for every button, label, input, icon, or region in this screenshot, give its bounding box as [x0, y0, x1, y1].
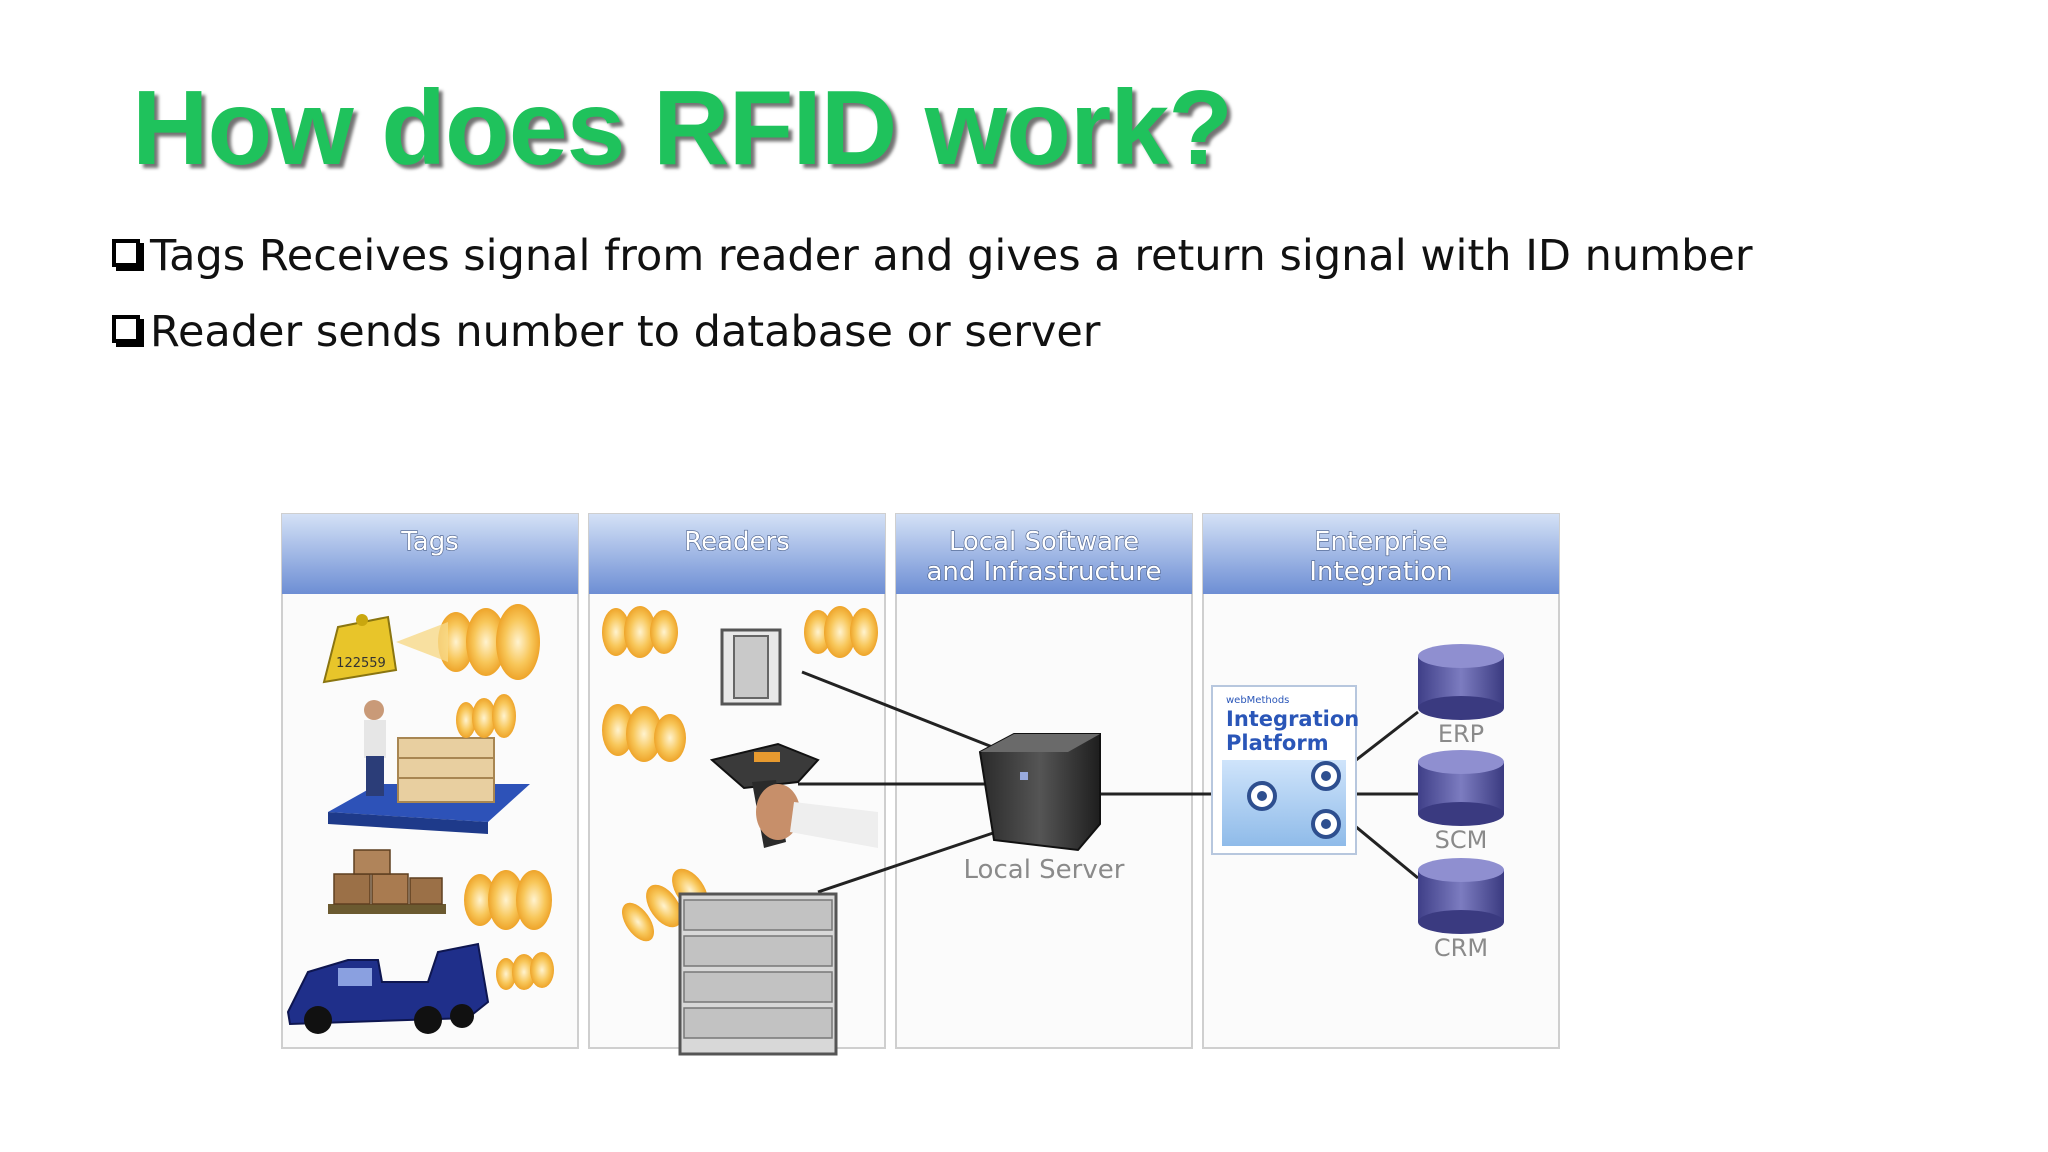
radio-wave-icon: [496, 952, 554, 990]
column-header-tags: Tags: [400, 527, 459, 557]
platform-node-icons: [1247, 761, 1341, 839]
tags-column: 122559: [286, 604, 554, 1034]
ear-tag-number: 122559: [336, 656, 386, 671]
handheld-scanner-icon: [709, 742, 878, 848]
enterprise-databases: ERP SCM CRM: [1418, 644, 1504, 962]
column-headers: Tags Readers Local Software and Infrastr…: [282, 514, 1559, 594]
radio-wave-icon: [602, 704, 686, 762]
warehouse-worker-icon: [328, 700, 530, 834]
bullet-item: Tags Receives signal from reader and giv…: [112, 218, 1753, 294]
crm-label: CRM: [1434, 934, 1488, 962]
checkbox-bullet-icon: [112, 239, 140, 267]
platform-brand: webMethods: [1226, 695, 1289, 706]
bullet-item: Reader sends number to database or serve…: [112, 294, 1753, 370]
slide-title: How does RFID work?: [132, 69, 1233, 187]
platform-name-line2: Platform: [1226, 731, 1329, 755]
bullet-text: Reader sends number to database or serve…: [150, 307, 1101, 357]
bullet-list: Tags Receives signal from reader and giv…: [112, 218, 1753, 370]
local-server-label: Local Server: [964, 855, 1125, 885]
radio-wave-icon: [464, 870, 552, 930]
ear-tag-icon: 122559: [322, 614, 398, 684]
readers-column: [602, 606, 878, 1056]
platform-name-line1: Integration: [1226, 707, 1359, 731]
column-header-enterprise: Enterprise: [1314, 527, 1448, 557]
column-header-local-software-line2: and Infrastructure: [926, 557, 1161, 587]
smart-shelf-icon: [678, 892, 838, 1056]
column-header-local-software: Local Software: [949, 527, 1139, 557]
scm-database-icon: SCM: [1418, 750, 1504, 854]
crm-database-icon: CRM: [1418, 858, 1504, 962]
truck-icon: [286, 942, 490, 1034]
local-server-icon: Local Server: [964, 733, 1125, 885]
cargo-boxes-icon: [328, 849, 446, 914]
column-header-readers: Readers: [684, 527, 790, 557]
scm-label: SCM: [1435, 826, 1488, 854]
column-header-enterprise-line2: Integration: [1309, 557, 1452, 587]
erp-database-icon: ERP: [1418, 644, 1504, 748]
rfid-architecture-diagram: Tags Readers Local Software and Infrastr…: [281, 513, 1560, 1056]
portal-reader-icon: [720, 628, 782, 706]
radio-wave-icon: [396, 604, 540, 680]
integration-platform-box: webMethods Integration Platform: [1211, 685, 1359, 855]
radio-wave-icon: [456, 694, 516, 738]
bullet-text: Tags Receives signal from reader and giv…: [150, 231, 1753, 281]
erp-label: ERP: [1438, 720, 1484, 748]
checkbox-bullet-icon: [112, 315, 140, 343]
radio-wave-icon: [602, 606, 878, 658]
